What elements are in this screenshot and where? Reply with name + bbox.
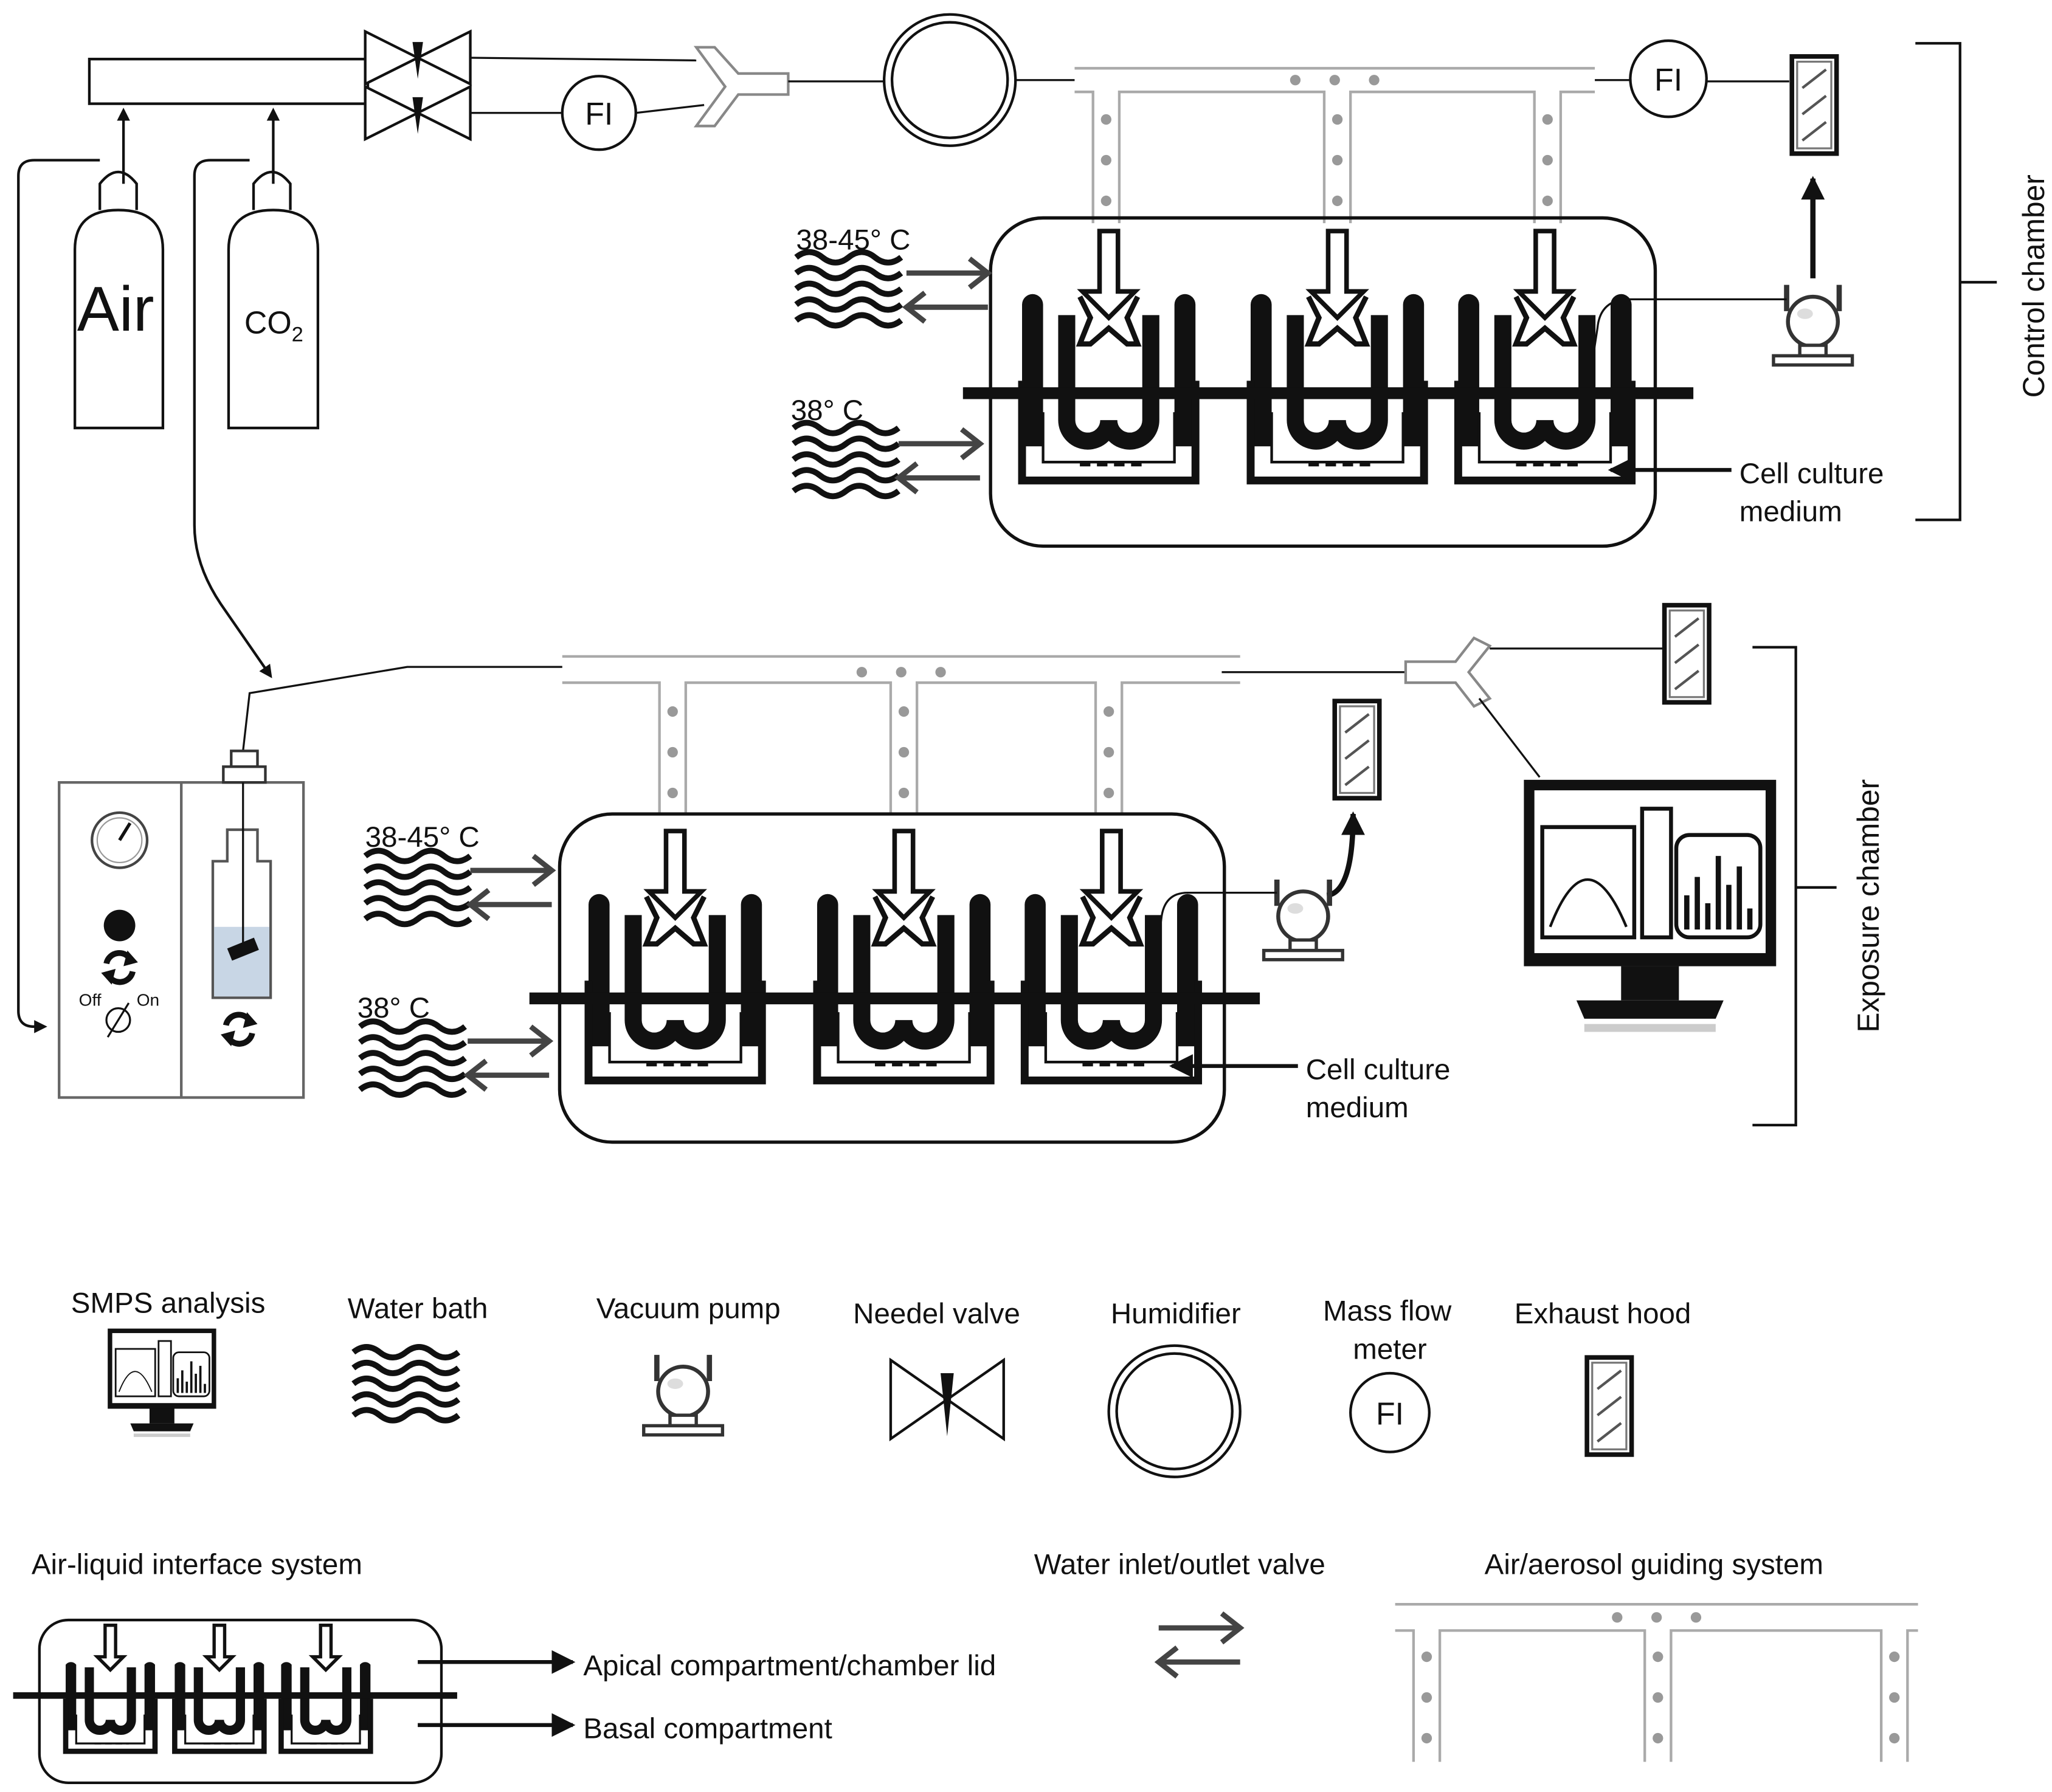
exposure-transwell-1: [589, 831, 762, 1080]
legend-ali-icon: [13, 1618, 457, 1785]
legend-smps-label: SMPS analysis: [71, 1287, 266, 1320]
legend-vacuum-pump-icon: [644, 1355, 723, 1435]
exhaust-hood-exposure-pump: [1335, 701, 1379, 798]
gas-manifold-pipe: [88, 58, 370, 105]
exhaust-hood-control: [1792, 57, 1836, 154]
control-temp-upper: 38-45° C: [796, 224, 910, 256]
exposure-guiding-system: [562, 655, 1240, 815]
co2-cylinder-label: CO2: [244, 305, 303, 346]
legend-mass-flow-label-2: meter: [1353, 1333, 1427, 1365]
svg-text:FI: FI: [1376, 1396, 1404, 1431]
refresh-icon-2[interactable]: [220, 1011, 258, 1047]
legend-apical-label: Apical compartment/chamber lid: [583, 1650, 996, 1682]
control-transwell-1: [1022, 231, 1195, 480]
needle-valve-upper[interactable]: [364, 29, 472, 86]
control-guiding-system: [1074, 67, 1595, 224]
legend-exhaust-hood-label: Exhaust hood: [1515, 1298, 1691, 1330]
water-bath-exposure-upper: [365, 850, 471, 924]
legend: SMPS analysis Water bath Vacuum pump Nee…: [13, 1287, 1918, 1785]
water-bath-exposure-lower: [360, 1021, 465, 1095]
water-valve-exposure-lower: [468, 1027, 549, 1090]
refresh-icon[interactable]: [101, 949, 138, 985]
switch-on-label: On: [137, 990, 159, 1009]
air-cylinder[interactable]: Air: [73, 170, 165, 430]
control-chamber-body: [989, 216, 1657, 548]
generator-to-exposure-line: [242, 666, 562, 751]
exposure-chamber-body: [558, 812, 1226, 1144]
legend-humidifier-label: Humidifier: [1111, 1298, 1241, 1330]
mass-flow-meter-supply-label: FI: [585, 96, 613, 131]
legend-water-bath-icon: [353, 1347, 458, 1421]
co2-line-to-generator: [193, 159, 272, 678]
legend-exhaust-hood-icon: [1587, 1357, 1631, 1455]
pressure-gauge-icon: [91, 811, 149, 869]
legend-basal-label: Basal compartment: [583, 1712, 832, 1745]
mass-flow-meter-control[interactable]: FI: [1629, 39, 1708, 119]
legend-mass-flow-label-1: Mass flow: [1323, 1295, 1452, 1328]
exposure-chamber-label: Exposure chamber: [1851, 779, 1885, 1033]
control-transwell-3: [1458, 231, 1631, 480]
control-chamber: FI 38-45° C 38° C Cell culture medium Co…: [791, 39, 2051, 548]
legend-guiding-label: Air/aerosol guiding system: [1485, 1548, 1823, 1580]
mass-flow-meter-control-label: FI: [1654, 62, 1682, 97]
legend-smps-icon: [106, 1327, 218, 1438]
exposure-temp-upper: 38-45° C: [365, 821, 480, 853]
legend-humidifier-icon: [1107, 1344, 1242, 1478]
legend-vacuum-pump-label: Vacuum pump: [596, 1292, 781, 1325]
y-connector-exposure: [1404, 636, 1492, 708]
vacuum-pump-exposure[interactable]: [1264, 880, 1343, 960]
co2-cylinder[interactable]: CO2: [227, 170, 320, 430]
y-connector-supply: [693, 46, 790, 128]
aerosol-generator: Off On: [58, 666, 562, 1099]
legend-water-valve-icon: [1159, 1613, 1240, 1677]
exhaust-hood-exposure-top: [1665, 605, 1709, 703]
water-bath-control-lower: [793, 422, 899, 496]
gas-supply: Air CO2 FI: [17, 13, 1075, 1033]
water-bath-control-upper: [796, 252, 901, 326]
legend-water-valve-label: Water inlet/outlet valve: [1034, 1548, 1325, 1580]
needle-valve-lower[interactable]: [364, 84, 472, 142]
water-valve-control-upper: [907, 258, 988, 322]
exposure-temp-lower: 38° C: [358, 992, 430, 1024]
control-chamber-label: Control chamber: [2017, 174, 2051, 398]
control-chamber-bracket: [1915, 42, 1997, 522]
indicator-light-icon: [103, 909, 136, 942]
humidifier[interactable]: [882, 13, 1017, 147]
legend-ali-label: Air-liquid interface system: [32, 1548, 362, 1580]
vacuum-pump-control[interactable]: [1774, 285, 1853, 365]
exposure-transwell-2: [817, 831, 990, 1080]
exposure-medium-label-1: Cell culture: [1306, 1053, 1451, 1086]
control-medium-label-2: medium: [1739, 495, 1842, 528]
legend-needle-valve-label: Needel valve: [853, 1298, 1020, 1330]
exposure-transwell-3: [1024, 831, 1198, 1080]
legend-water-bath-label: Water bath: [348, 1292, 488, 1325]
water-valve-exposure-upper: [471, 856, 552, 919]
control-temp-lower: 38° C: [791, 395, 863, 427]
exposure-chamber: 38-45° C 38° C Cell culture medium Expos…: [358, 605, 1885, 1144]
legend-guiding-icon: [1395, 1603, 1918, 1762]
exposure-chamber-bracket: [1752, 646, 1837, 1127]
exposure-chamber-lid: [529, 992, 1260, 1005]
water-valve-control-lower: [899, 429, 980, 492]
smps-analyzer[interactable]: [1524, 780, 1776, 1032]
air-cylinder-label: Air: [77, 274, 154, 344]
pump-to-exhaust-arrow-exposure: [1326, 811, 1365, 898]
nebulizer-bottle: [211, 750, 272, 999]
control-chamber-lid: [962, 387, 1694, 399]
power-switch-icon[interactable]: [105, 1002, 131, 1038]
switch-off-label: Off: [79, 990, 102, 1009]
exposure-medium-label-2: medium: [1306, 1092, 1409, 1124]
control-transwell-2: [1251, 231, 1424, 480]
legend-mass-flow-icon: FI: [1349, 1371, 1431, 1453]
control-medium-label-1: Cell culture: [1739, 458, 1884, 490]
air-line-to-generator: [17, 159, 100, 1033]
mass-flow-meter-supply[interactable]: FI: [561, 75, 637, 151]
legend-needle-valve-icon: [889, 1357, 1005, 1442]
